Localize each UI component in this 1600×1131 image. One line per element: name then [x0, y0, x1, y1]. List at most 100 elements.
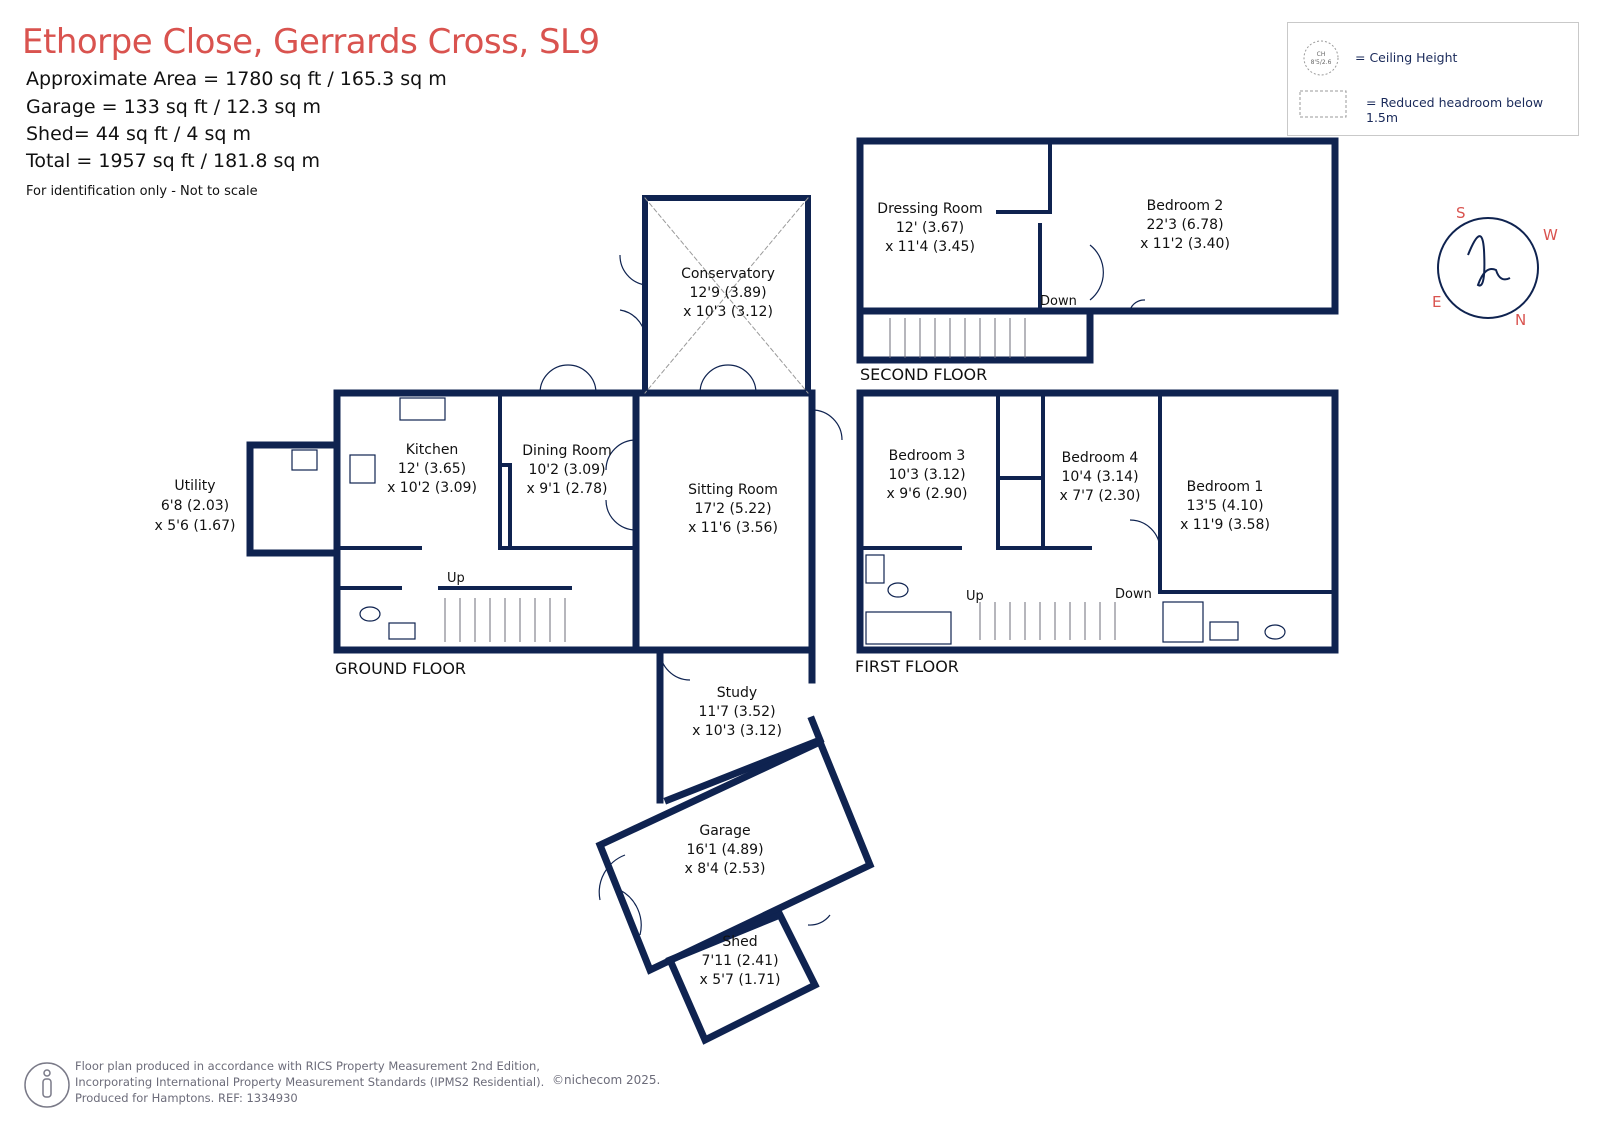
conservatory-outline: [642, 195, 811, 396]
room-dressing: Dressing Room 12' (3.67) x 11'4 (3.45): [877, 201, 982, 255]
svg-text:x 7'7 (2.30): x 7'7 (2.30): [1060, 488, 1141, 504]
svg-text:Bedroom 4: Bedroom 4: [1062, 450, 1139, 466]
compass: S W N E: [1432, 204, 1558, 329]
svg-text:x 5'7 (1.71): x 5'7 (1.71): [700, 972, 781, 988]
room-dining: Dining Room 10'2 (3.09) x 9'1 (2.78): [522, 443, 612, 497]
room-garage: Garage 16'1 (4.89) x 8'4 (2.53): [685, 823, 766, 877]
ground-floor-stairs: [444, 598, 566, 642]
room-name: Utility: [174, 478, 215, 494]
svg-text:12' (3.65): 12' (3.65): [398, 461, 466, 477]
floor-label-second: SECOND FLOOR: [860, 365, 987, 384]
stair-down-second: Down: [1040, 294, 1077, 309]
hob-icon: [349, 454, 376, 484]
ground-basin-icon: [388, 622, 416, 640]
svg-text:x 10'2 (3.09): x 10'2 (3.09): [387, 480, 477, 496]
room-dim: 6'8 (2.03): [161, 498, 229, 514]
shed-outline: [665, 910, 820, 1045]
scale-note: For identification only - Not to scale: [26, 184, 258, 199]
compass-n: N: [1515, 311, 1526, 329]
svg-text:Sitting Room: Sitting Room: [688, 482, 778, 498]
room-study: Study 11'7 (3.52) x 10'3 (3.12): [692, 685, 782, 739]
room-dim: x 5'6 (1.67): [155, 518, 236, 534]
svg-text:CH: CH: [1317, 51, 1326, 58]
svg-text:10'3 (3.12): 10'3 (3.12): [888, 467, 965, 483]
svg-text:x 11'2 (3.40): x 11'2 (3.40): [1140, 236, 1230, 252]
svg-text:x 8'4 (2.53): x 8'4 (2.53): [685, 861, 766, 877]
stair-up-first: Up: [966, 589, 984, 604]
svg-text:x 11'6 (3.56): x 11'6 (3.56): [688, 520, 778, 536]
room-bedroom1: Bedroom 1 13'5 (4.10) x 11'9 (3.58): [1180, 479, 1270, 533]
person-info-icon: [24, 1062, 70, 1108]
room-kitchen: Kitchen 12' (3.65) x 10'2 (3.09): [387, 442, 477, 496]
svg-text:10'4 (3.14): 10'4 (3.14): [1061, 469, 1138, 485]
ceiling-height-icon: [1303, 40, 1339, 76]
footer-brand: ©nichecom 2025.: [552, 1073, 661, 1087]
page-title: Ethorpe Close, Gerrards Cross, SL9: [22, 22, 600, 62]
room-utility: Utility 6'8 (2.03) x 5'6 (1.67): [155, 478, 236, 534]
svg-text:Bedroom 1: Bedroom 1: [1187, 479, 1264, 495]
area-total: Total = 1957 sq ft / 181.8 sq m: [26, 150, 320, 172]
compass-circle: [1437, 217, 1539, 319]
legend-headroom-label: = Reduced headroom below 1.5m: [1366, 95, 1544, 125]
svg-text:Study: Study: [717, 685, 757, 701]
svg-text:Bedroom 3: Bedroom 3: [889, 448, 966, 464]
legend: CH 8'5/2.6 = Ceiling Height = Reduced he…: [1287, 22, 1579, 136]
floor-label-ground: GROUND FLOOR: [335, 659, 466, 678]
bathroom-wc-icon: [887, 582, 909, 598]
area-shed: Shed= 44 sq ft / 4 sq m: [26, 123, 251, 145]
svg-text:16'1 (4.89): 16'1 (4.89): [686, 842, 763, 858]
svg-text:Dressing Room: Dressing Room: [877, 201, 982, 217]
second-floor-stairs: [889, 318, 1026, 358]
stair-down-first: Down: [1115, 587, 1152, 602]
area-garage: Garage = 133 sq ft / 12.3 sq m: [26, 96, 322, 118]
svg-text:x 9'1 (2.78): x 9'1 (2.78): [527, 481, 608, 497]
svg-text:Conservatory: Conservatory: [681, 266, 775, 282]
second-floor-stair-outline: [856, 307, 1094, 364]
svg-text:8'5/2.6: 8'5/2.6: [1311, 59, 1332, 66]
room-bedroom3: Bedroom 3 10'3 (3.12) x 9'6 (2.90): [887, 448, 968, 502]
bathroom-basin-icon: [865, 554, 885, 584]
svg-text:x 11'9 (3.58): x 11'9 (3.58): [1180, 517, 1270, 533]
ensuite-basin-icon: [1209, 621, 1239, 641]
footer-note: Floor plan produced in accordance with R…: [75, 1059, 545, 1105]
garage-outline: [595, 737, 875, 975]
kitchen-sink-icon: [399, 397, 446, 421]
svg-text:x 10'3 (3.12): x 10'3 (3.12): [692, 723, 782, 739]
svg-text:10'2 (3.09): 10'2 (3.09): [528, 462, 605, 478]
shower-icon: [1162, 601, 1204, 643]
svg-text:22'3 (6.78): 22'3 (6.78): [1146, 217, 1223, 233]
svg-text:12' (3.67): 12' (3.67): [896, 220, 964, 236]
svg-text:Shed: Shed: [722, 934, 757, 950]
room-conservatory: Conservatory 12'9 (3.89) x 10'3 (3.12): [681, 266, 775, 320]
second-floor-outline: [856, 137, 1339, 315]
ground-wc-icon: [359, 606, 381, 622]
svg-text:11'7 (3.52): 11'7 (3.52): [698, 704, 775, 720]
floor-label-first: FIRST FLOOR: [855, 657, 959, 676]
legend-ceiling-label: = Ceiling Height: [1355, 50, 1458, 65]
svg-text:12'9 (3.89): 12'9 (3.89): [689, 285, 766, 301]
svg-text:x 11'4 (3.45): x 11'4 (3.45): [885, 239, 975, 255]
svg-text:17'2 (5.22): 17'2 (5.22): [694, 501, 771, 517]
utility-sink-icon: [291, 449, 318, 471]
room-sitting: Sitting Room 17'2 (5.22) x 11'6 (3.56): [688, 482, 778, 536]
svg-text:13'5 (4.10): 13'5 (4.10): [1186, 498, 1263, 514]
svg-text:Dining Room: Dining Room: [522, 443, 612, 459]
svg-text:x 10'3 (3.12): x 10'3 (3.12): [683, 304, 773, 320]
svg-text:7'11 (2.41): 7'11 (2.41): [701, 953, 778, 969]
svg-text:x 9'6 (2.90): x 9'6 (2.90): [887, 486, 968, 502]
reduced-headroom-icon: [1299, 90, 1347, 118]
svg-text:Bedroom 2: Bedroom 2: [1147, 198, 1224, 214]
svg-text:Garage: Garage: [699, 823, 750, 839]
room-shed: Shed 7'11 (2.41) x 5'7 (1.71): [700, 934, 781, 988]
room-bedroom4: Bedroom 4 10'4 (3.14) x 7'7 (2.30): [1060, 450, 1141, 504]
bath-icon: [865, 611, 952, 645]
first-floor-outline: [856, 389, 1339, 654]
h-logo-icon: [1467, 235, 1511, 287]
compass-e: E: [1432, 293, 1441, 311]
svg-text:Kitchen: Kitchen: [406, 442, 459, 458]
first-floor-stairs: [979, 602, 1116, 640]
stair-up-ground: Up: [447, 571, 465, 586]
room-bedroom2: Bedroom 2 22'3 (6.78) x 11'2 (3.40): [1140, 198, 1230, 252]
ensuite-wc-icon: [1264, 624, 1286, 640]
